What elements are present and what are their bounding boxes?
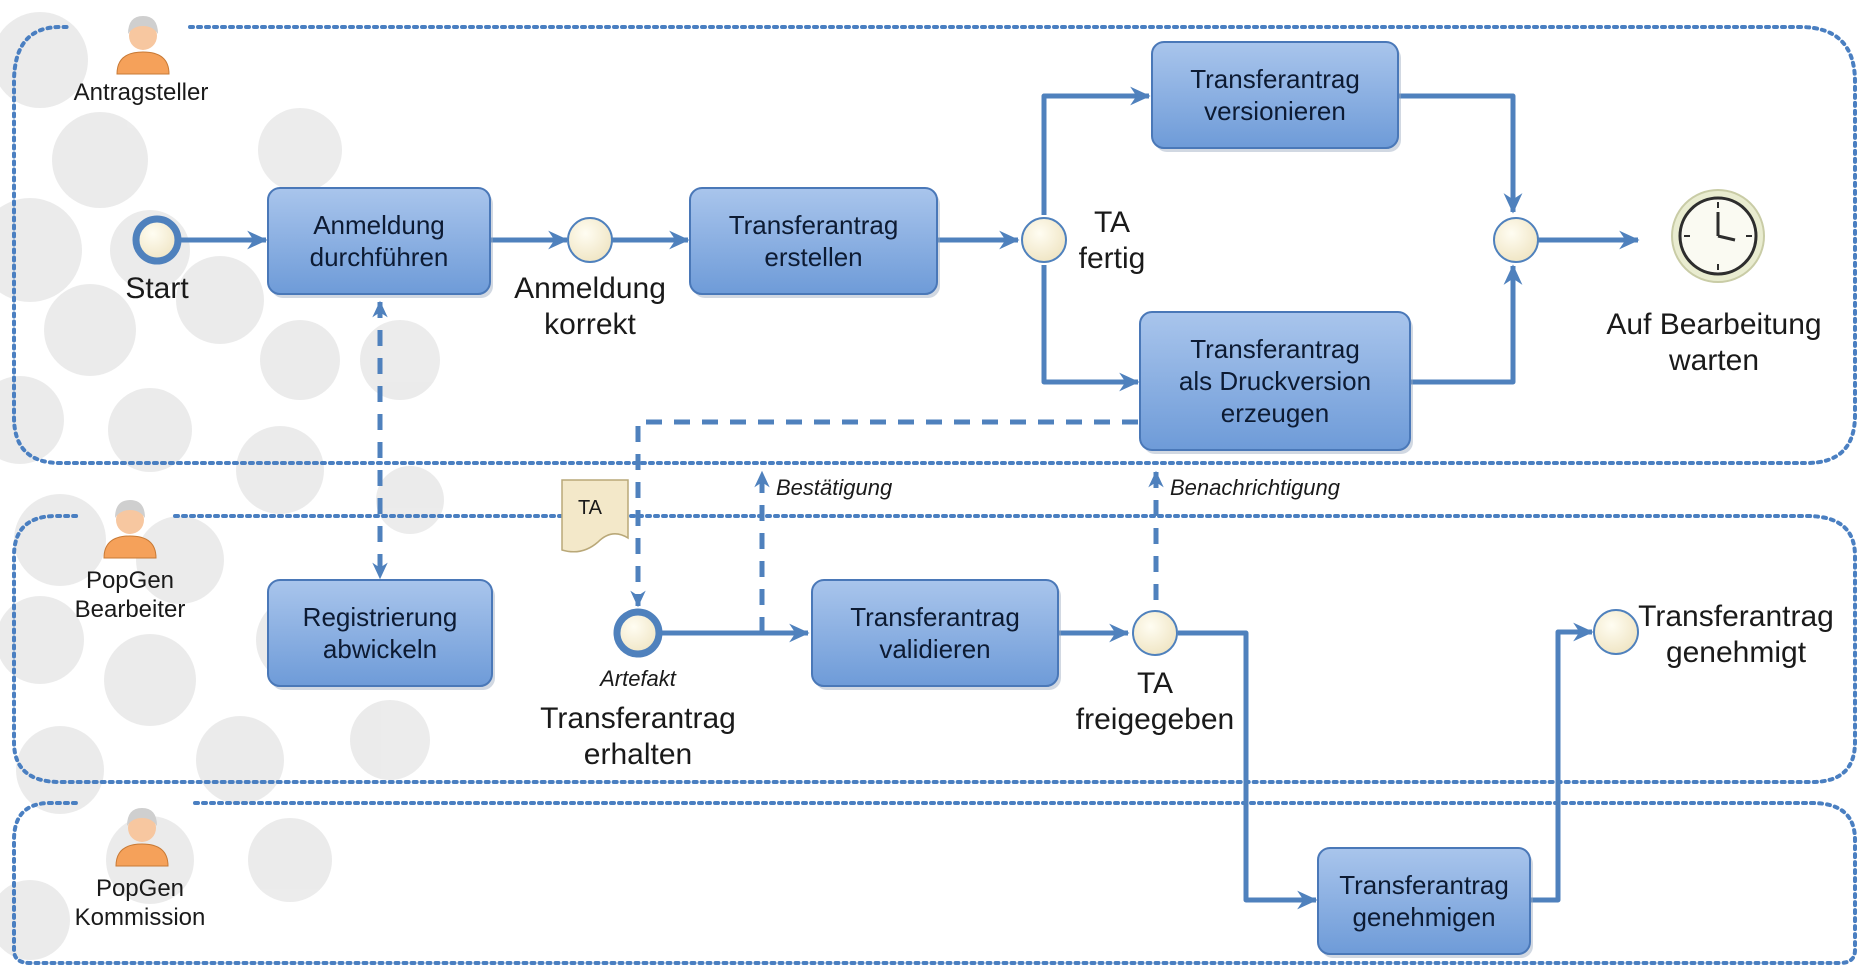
- person-icon: [115, 808, 169, 867]
- flow-druckversion-gateway: [1410, 264, 1523, 385]
- task-box[interactable]: [267, 579, 493, 687]
- task-box[interactable]: [267, 187, 491, 295]
- sequence-flows: [177, 86, 1640, 910]
- flow-tafertig-versionieren: [1041, 86, 1151, 215]
- start-event-ta-erhalten[interactable]: [613, 608, 663, 658]
- events: [132, 215, 1639, 658]
- background-bubbles: [0, 12, 444, 960]
- task-box[interactable]: [1151, 41, 1399, 149]
- message-labels: Bestätigung Benachrichtigung: [776, 475, 1341, 500]
- start-label: Start: [125, 272, 189, 305]
- flow-versionieren-gateway: [1398, 93, 1523, 214]
- intermediate-event-ta-freigegeben[interactable]: [1132, 610, 1178, 656]
- flow-genehmigen-genehmigt: [1530, 622, 1594, 903]
- benachrichtigung-label: Benachrichtigung: [1170, 475, 1341, 500]
- lane-antragsteller-border: [12, 25, 1857, 465]
- clock-icon[interactable]: [1671, 189, 1765, 283]
- person-icon: [116, 16, 170, 75]
- lane-bearbeiter-border: [12, 514, 1857, 784]
- lane-kommission-border: [12, 801, 1857, 965]
- bestaetigung-label: Bestätigung: [776, 475, 893, 500]
- lane-antragsteller: Antragsteller: [74, 16, 209, 106]
- task-box[interactable]: [1139, 311, 1411, 451]
- start-event[interactable]: [132, 215, 182, 265]
- artifact-label: TA: [578, 497, 603, 519]
- gateway-join[interactable]: [1493, 217, 1539, 263]
- lane-label: Antragsteller: [74, 79, 209, 106]
- person-icon: [103, 500, 157, 559]
- task-box[interactable]: [1317, 847, 1531, 955]
- intermediate-event-anmeldung-korrekt[interactable]: [567, 217, 613, 263]
- message-flows: [372, 300, 1164, 633]
- lanes: [12, 25, 1857, 965]
- flow-tafertig-druckversion: [1041, 265, 1140, 392]
- flow-freigegeben-genehmigen: [1178, 630, 1318, 910]
- task-box[interactable]: [811, 579, 1059, 687]
- task-box[interactable]: [689, 187, 938, 295]
- message-druckversion-erhalten: [630, 419, 1138, 608]
- artefakt-tag: Artefakt: [598, 666, 677, 691]
- document-icon: TA: [561, 479, 629, 553]
- end-event-ta-genehmigt[interactable]: [1593, 609, 1639, 655]
- gateway-ta-fertig[interactable]: [1021, 217, 1067, 263]
